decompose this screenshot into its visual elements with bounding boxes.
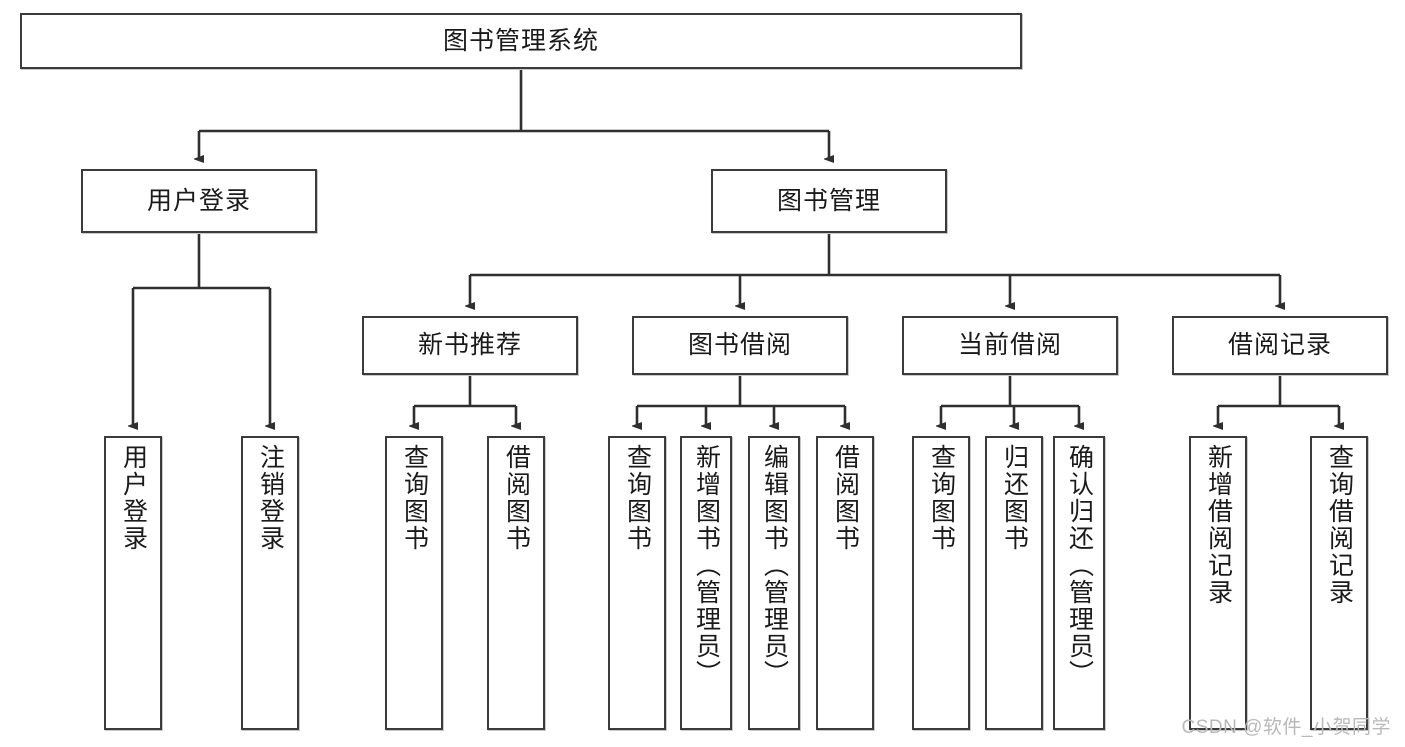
node-leaf-user-logout[interactable]: 注销登录 xyxy=(241,436,299,730)
node-book-borrow[interactable]: 图书借阅 xyxy=(632,316,848,375)
node-leaf-user-logout-label: 注销登录 xyxy=(256,444,285,552)
node-leaf-query-book-1-label: 查询图书 xyxy=(400,444,429,552)
node-new-book-rec-label: 新书推荐 xyxy=(417,331,522,360)
node-current-borrow[interactable]: 当前借阅 xyxy=(902,316,1118,375)
node-leaf-borrow-book-2[interactable]: 借阅图书 xyxy=(816,436,874,730)
node-leaf-add-book-label: 新增图书（管理员） xyxy=(692,444,721,687)
node-leaf-return-book[interactable]: 归还图书 xyxy=(985,436,1043,730)
node-leaf-query-book-3-label: 查询图书 xyxy=(927,444,956,552)
watermark: CSDN @软件_小贺同学 xyxy=(1181,717,1391,738)
node-new-book-rec[interactable]: 新书推荐 xyxy=(362,316,578,375)
node-leaf-borrow-book-1[interactable]: 借阅图书 xyxy=(487,436,545,730)
node-current-borrow-label: 当前借阅 xyxy=(957,331,1062,360)
node-leaf-query-record[interactable]: 查询借阅记录 xyxy=(1310,436,1368,730)
node-leaf-edit-book-label: 编辑图书（管理员） xyxy=(760,444,789,687)
node-leaf-query-book-1[interactable]: 查询图书 xyxy=(385,436,443,730)
node-leaf-query-record-label: 查询借阅记录 xyxy=(1325,444,1354,606)
node-leaf-add-record-label: 新增借阅记录 xyxy=(1204,444,1233,606)
node-root[interactable]: 图书管理系统 xyxy=(20,13,1022,69)
node-root-label: 图书管理系统 xyxy=(442,26,599,55)
node-leaf-query-book-2[interactable]: 查询图书 xyxy=(608,436,666,730)
node-leaf-borrow-book-2-label: 借阅图书 xyxy=(831,444,860,552)
node-leaf-return-book-label: 归还图书 xyxy=(1000,444,1029,552)
node-book-manage[interactable]: 图书管理 xyxy=(711,169,947,233)
node-leaf-query-book-2-label: 查询图书 xyxy=(623,444,652,552)
node-leaf-confirm-return[interactable]: 确认归还（管理员） xyxy=(1053,436,1105,730)
node-leaf-add-record[interactable]: 新增借阅记录 xyxy=(1189,436,1247,730)
node-borrow-record-label: 借阅记录 xyxy=(1227,331,1332,360)
node-leaf-user-login[interactable]: 用户登录 xyxy=(104,436,162,730)
node-borrow-record[interactable]: 借阅记录 xyxy=(1172,316,1388,375)
node-leaf-borrow-book-1-label: 借阅图书 xyxy=(502,444,531,552)
node-leaf-user-login-label: 用户登录 xyxy=(119,444,148,552)
node-user-login-label: 用户登录 xyxy=(146,186,251,215)
node-leaf-query-book-3[interactable]: 查询图书 xyxy=(912,436,970,730)
node-user-login[interactable]: 用户登录 xyxy=(81,169,317,233)
node-leaf-add-book[interactable]: 新增图书（管理员） xyxy=(680,436,732,730)
node-leaf-confirm-return-label: 确认归还（管理员） xyxy=(1065,444,1094,687)
node-leaf-edit-book[interactable]: 编辑图书（管理员） xyxy=(748,436,800,730)
node-book-manage-label: 图书管理 xyxy=(776,186,881,215)
node-book-borrow-label: 图书借阅 xyxy=(687,331,792,360)
